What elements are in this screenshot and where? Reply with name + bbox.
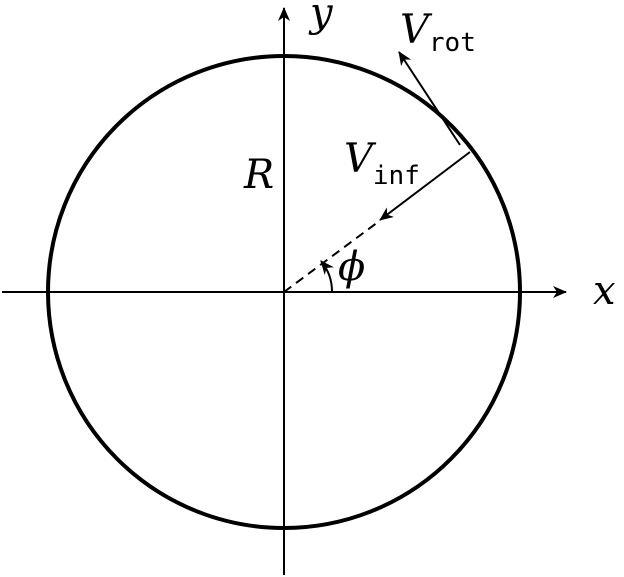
x-axis-label: x <box>593 268 616 314</box>
v-rot-subscript: rot <box>429 28 476 58</box>
v-inf-main: V <box>344 136 377 182</box>
angle-arc <box>320 260 334 293</box>
dashed-radius-line <box>283 221 379 293</box>
v-rot-arrow <box>398 51 461 146</box>
v-rot-main: V <box>400 7 433 53</box>
v-rot-label: Vrot <box>400 7 476 58</box>
v-inf-subscript: inf <box>373 161 420 191</box>
v-inf-arrow <box>379 151 471 221</box>
radius-label: R <box>243 152 274 198</box>
v-inf-label: Vinf <box>344 136 420 191</box>
angle-label: ϕ <box>338 244 365 290</box>
y-axis-label: y <box>308 0 334 36</box>
